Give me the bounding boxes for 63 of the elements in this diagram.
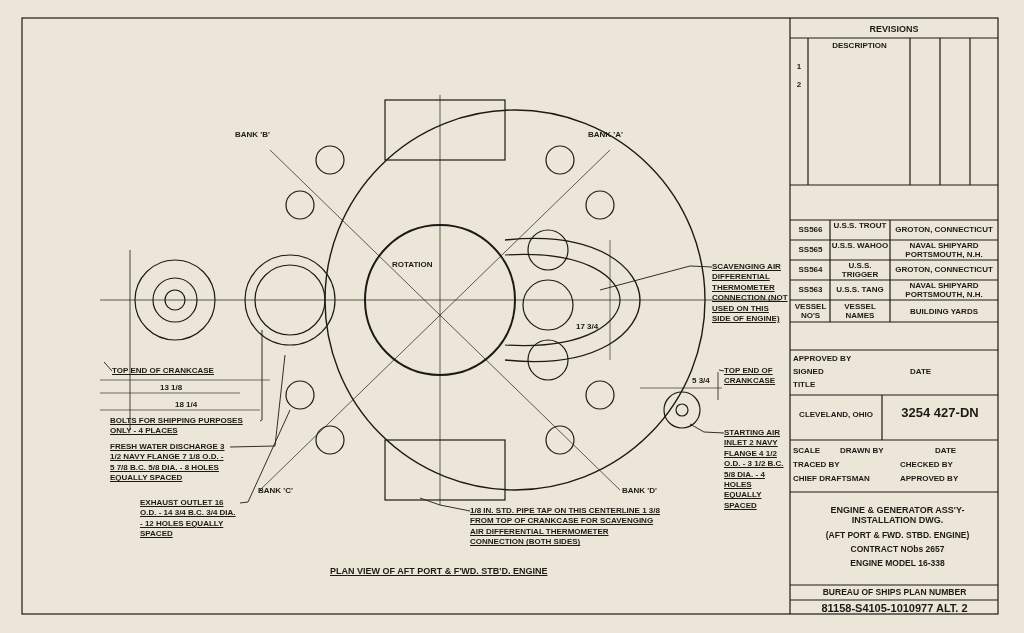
column-heading: VESSEL NO'S [793,302,828,321]
note-text: 1/8 IN. STD. PIPE TAP ON THIS CENTERLINE 1 3/8 FROM TOP OF CRANKCASE FOR SCAVENGING AIR DIFFERENTIAL THERMOMETER CONNECTION (BOTH SIDES) [470,506,660,548]
leader-line [229,354,286,448]
view-title: PLAN VIEW OF AFT PORT & F'WD. STB'D. ENGINE [330,566,548,577]
dimension-text: 18 1/4 [175,400,199,410]
drawing-title-text: ENGINE & GENERATOR ASS'Y- INSTALLATION DWG. [829,505,966,526]
vessel-name: U.S.S. TRIGGER [840,261,880,280]
column-heading: VESSEL NAMES [843,302,877,321]
note-text: TOP END OF CRANKCASE [724,366,786,387]
title-block-text: APPROVED BY [793,354,853,364]
vessel-number: SS566 [797,225,824,235]
dimension-text: 13 1/8 [160,383,184,393]
dimension-text: 5 3/4 [692,376,711,386]
leader-line [718,369,725,372]
vessel-number: SS563 [797,285,824,295]
title-block-text: TRACED BY [793,460,841,470]
note-text: FRESH WATER DISCHARGE 3 1/2 NAVY FLANGE 7 1/8 O.D. - 5 7/8 B.C. 5/8 DIA. - 8 HOLES EQUALLY SPACED [110,442,230,484]
revision-number: 2 [795,80,803,90]
title-block-text: SIGNED [793,367,825,377]
building-yard: GROTON, CONNECTICUT [894,225,994,235]
drawing-number: 3254 427-DN [900,406,980,421]
title-block-text: DATE [910,367,933,377]
vessel-name: U.S.S. TANG [835,285,885,295]
note-text: TOP END OF CRANKCASE [112,366,232,377]
title-block-text: TITLE [793,380,817,390]
leader-line [419,497,471,512]
drawing-title-text: CONTRACT NObs 2657 [849,545,946,555]
drawing-title-text: ENGINE MODEL 16-338 [849,559,946,569]
title-block-text: APPROVED BY [900,474,960,484]
note-text: STARTING AIR INLET 2 NAVY FLANGE 4 1/2 O.D. - 3 1/2 B.C. 5/8 DIA. - 4 HOLES EQUALLY SPACED [724,428,788,512]
leader-line [103,361,113,372]
revisions-heading: REVISIONS [868,24,920,35]
title-block-text: CHIEF DRAFTSMAN [793,474,871,484]
note-text: EXHAUST OUTLET 16 O.D. - 14 3/4 B.C. 3/4 DIA. - 12 HOLES EQUALLY SPACED [140,498,240,540]
title-block-text: DRAWN BY [840,446,885,456]
leader-line [689,423,725,434]
title-block-text: SCALE [793,446,822,456]
title-block-text: BUREAU OF SHIPS PLAN NUMBER [821,588,968,598]
building-yard: NAVAL SHIPYARD PORTSMOUTH, N.H. [904,281,984,300]
building-yard: NAVAL SHIPYARD PORTSMOUTH, N.H. [904,241,984,260]
title-block-text: CLEVELAND, OHIO [798,410,874,420]
plan-number: 81158-S4105-1010977 ALT. 2 [820,602,969,615]
dimension-text: 17 3/4 [576,322,600,332]
rotation-label: ROTATION [392,260,434,270]
note-text: SCAVENGING AIR DIFFERENTIAL THERMOMETER CONNECTION (NOT USED ON THIS SIDE OF ENGINE) [712,262,788,325]
drawing-title-text: (AFT PORT & FWD. STBD. ENGINE) [824,531,971,541]
revision-number: 1 [795,62,803,72]
vessel-name: U.S.S. TROUT [832,221,888,231]
vessel-number: SS565 [797,245,824,255]
column-heading: BUILDING YARDS [909,307,979,317]
title-block-text: CHECKED BY [900,460,954,470]
note-text: BOLTS FOR SHIPPING PURPOSES ONLY - 4 PLACES [110,416,260,437]
building-yard: GROTON, CONNECTICUT [894,265,994,275]
bank-label: BANK 'C' [258,486,294,496]
vessel-name: U.S.S. WAHOO [831,241,889,251]
leader-line [239,409,291,504]
title-block-text: DATE [935,446,958,456]
bank-label: BANK 'D' [622,486,658,496]
column-heading: DESCRIPTION [831,41,888,51]
leader-line [599,265,713,291]
vessel-number: SS564 [797,265,824,275]
leader-line [259,329,263,422]
bank-label: BANK 'B' [235,130,271,140]
